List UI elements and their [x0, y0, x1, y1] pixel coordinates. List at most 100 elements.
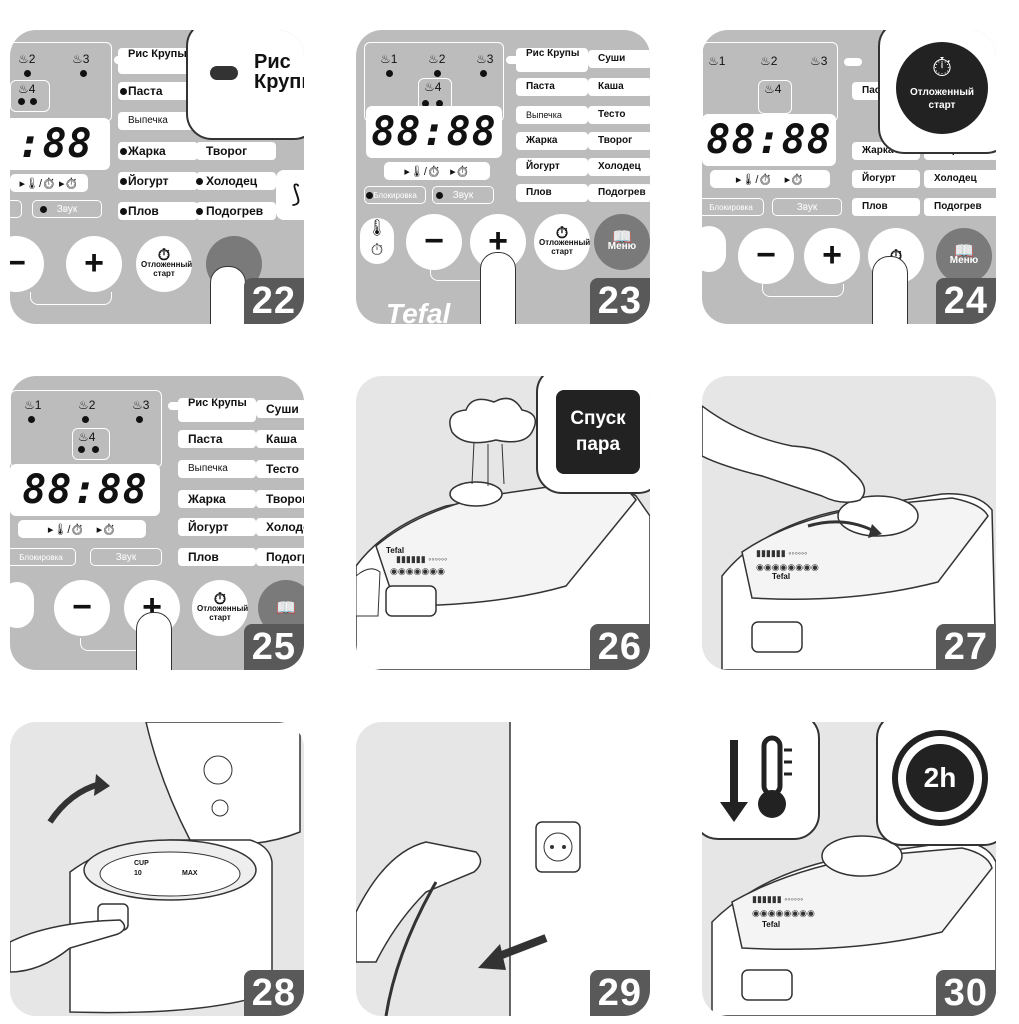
program-pilaf[interactable]: Плов	[516, 184, 588, 202]
step-27-panel: ▮▮▮▮▮▮ ◦◦◦◦◦◦ ◉◉◉◉◉◉◉◉ Tefal 27	[702, 376, 996, 670]
callout-two-hours: 2h	[876, 722, 996, 846]
program-podogrev[interactable]: Подогрев	[924, 198, 996, 216]
brand-logo: Tefal	[386, 298, 451, 324]
step-number: 22	[243, 278, 304, 324]
program-bakery[interactable]: Выпечка	[178, 460, 256, 478]
program-tvorog[interactable]: Творог	[588, 132, 650, 150]
zvuk-button[interactable]: Звук	[432, 186, 494, 204]
program-sushi[interactable]: Суши	[256, 400, 304, 418]
minus-button[interactable]: −	[54, 580, 110, 636]
program-fry[interactable]: Жарка	[118, 142, 198, 160]
program-kholodets[interactable]: Холодец	[196, 172, 276, 190]
callout-temperature	[702, 722, 820, 840]
program-tvorog[interactable]: Творог	[256, 490, 304, 508]
step-number: 26	[589, 624, 650, 670]
unplug-illustration	[356, 722, 650, 1016]
zvuk-button[interactable]: Звук	[772, 198, 842, 216]
program-pilaf[interactable]: Плов	[852, 198, 920, 216]
step-24-panel: ♨1 ♨2 ♨3 ♨4 88:88 ▸🌡/⏱ ▸⏱ Блокировка Зву…	[702, 30, 996, 324]
step-number: 23	[589, 278, 650, 324]
lcd-display: 88:88	[702, 114, 836, 166]
cup-icon: ♨3	[72, 52, 90, 66]
svg-text:▮▮▮▮▮▮ ◦◦◦◦◦◦: ▮▮▮▮▮▮ ◦◦◦◦◦◦	[396, 554, 447, 564]
temperature-down-icon	[720, 735, 792, 822]
callout-steam-release: Спуск пара	[536, 376, 650, 494]
blokirovka-button[interactable]: Блокировка	[702, 198, 764, 216]
program-sushi[interactable]: Суши	[588, 50, 650, 68]
cup-icon: ♨2	[18, 52, 36, 66]
cooldown-illustration: ▮▮▮▮▮▮ ◦◦◦◦◦◦ ◉◉◉◉◉◉◉◉	[711, 835, 996, 1016]
cooker-brand: Tefal	[772, 572, 791, 581]
lcd-display: :88	[10, 118, 110, 170]
step-number: 29	[589, 970, 650, 1016]
finger	[10, 919, 126, 973]
program-yogurt[interactable]: Йогурт	[516, 158, 588, 176]
program-kasha[interactable]: Каша	[588, 78, 650, 96]
pressing-finger	[136, 612, 172, 670]
delay-start-button[interactable]: ⏱Отложенный старт	[534, 214, 590, 270]
program-bakery[interactable]: Выпечка	[516, 106, 588, 124]
program-fry[interactable]: Жарка	[178, 490, 256, 508]
program-bakery[interactable]: Выпечка	[118, 112, 198, 130]
open-lid-illustration	[10, 722, 301, 1014]
program-kasha[interactable]: Каша	[256, 430, 304, 448]
plus-button[interactable]: +	[66, 236, 122, 292]
blokirovka-button[interactable]: Блокировка	[10, 548, 76, 566]
power-icon: ⟆	[276, 170, 304, 220]
program-rice[interactable]: Рис Крупы	[178, 398, 256, 422]
hand	[702, 405, 866, 503]
minus-button[interactable]: −	[406, 214, 462, 270]
program-podogrev[interactable]: Подогрев	[256, 548, 304, 566]
minus-button[interactable]: −	[738, 228, 794, 284]
program-kholodets[interactable]: Холодец	[256, 518, 304, 536]
blokirovka-button[interactable]: Блокировка	[364, 186, 426, 204]
program-kholodets[interactable]: Холодец	[588, 158, 650, 176]
step-29-panel: 29	[356, 722, 650, 1016]
program-rice[interactable]: Рис Крупы	[516, 48, 588, 72]
program-pasta[interactable]: Паста	[118, 82, 198, 100]
step-number: 30	[935, 970, 996, 1016]
program-podogrev[interactable]: Подогрев	[588, 184, 650, 202]
svg-text:◉◉◉◉◉◉◉: ◉◉◉◉◉◉◉	[390, 566, 445, 576]
plus-button[interactable]: +	[804, 228, 860, 284]
hand	[356, 841, 482, 963]
two-hours-label: 2h	[906, 744, 974, 812]
cooker-brand: Tefal	[762, 920, 781, 929]
program-yogurt[interactable]: Йогурт	[852, 170, 920, 188]
step-30-panel: ▮▮▮▮▮▮ ◦◦◦◦◦◦ ◉◉◉◉◉◉◉◉ Tefal 2h 30	[702, 722, 996, 1016]
blokirovka-button[interactable]	[10, 200, 22, 218]
program-rice[interactable]: Рис Крупы	[118, 48, 198, 74]
step-23-panel: ♨1 ♨2 ♨3 ♨4 88:88 ▸🌡/⏱ ▸⏱ Блокировка Зву…	[356, 30, 650, 324]
program-yogurt[interactable]: Йогурт	[118, 172, 198, 190]
program-kholodets[interactable]: Холодец	[924, 170, 996, 188]
cup-icon: ♨4	[18, 82, 36, 96]
pressure-release-illustration: ▮▮▮▮▮▮ ◦◦◦◦◦◦ ◉◉◉◉◉◉◉	[356, 397, 650, 670]
program-pasta[interactable]: Паста	[516, 78, 588, 96]
program-pilaf[interactable]: Плов	[178, 548, 256, 566]
minus-button[interactable]: −	[10, 236, 44, 292]
program-podogrev[interactable]: Подогрев	[196, 202, 276, 220]
menu-button[interactable]: 📖Меню	[936, 228, 992, 284]
zvuk-button[interactable]: Звук	[90, 548, 162, 566]
program-testo[interactable]: Тесто	[588, 106, 650, 124]
turn-valve-illustration: ▮▮▮▮▮▮ ◦◦◦◦◦◦ ◉◉◉◉◉◉◉◉	[702, 405, 996, 670]
program-fry[interactable]: Жарка	[516, 132, 588, 150]
step-25-panel: ♨1 ♨2 ♨3 ♨4 88:88 ▸🌡/⏱ ▸⏱ Блокировка Зву…	[10, 376, 304, 670]
callout-delay-start: ⏱ Отложенный старт	[878, 30, 996, 154]
zvuk-button[interactable]: Звук	[32, 200, 102, 218]
lcd-display: 88:88	[10, 464, 160, 516]
program-pasta[interactable]: Паста	[178, 430, 256, 448]
program-yogurt[interactable]: Йогурт	[178, 518, 256, 536]
program-tvorog[interactable]: Творог	[196, 142, 276, 160]
program-testo[interactable]: Тесто	[256, 460, 304, 478]
menu-button[interactable]: 📖Меню	[594, 214, 650, 270]
step-26-panel: ▮▮▮▮▮▮ ◦◦◦◦◦◦ ◉◉◉◉◉◉◉ Tefal Спуск пара 2…	[356, 376, 650, 670]
delay-start-button[interactable]: ⏱Отложенный старт	[192, 580, 248, 636]
pressing-finger	[210, 266, 246, 324]
temp-timer-icon: 🌡⏱	[360, 218, 394, 264]
delay-start-button[interactable]: ⏱Отложенный старт	[136, 236, 192, 292]
svg-text:▮▮▮▮▮▮ ◦◦◦◦◦◦: ▮▮▮▮▮▮ ◦◦◦◦◦◦	[756, 548, 807, 558]
svg-text:▮▮▮▮▮▮ ◦◦◦◦◦◦: ▮▮▮▮▮▮ ◦◦◦◦◦◦	[752, 894, 803, 904]
lcd-display: 88:88	[366, 106, 502, 158]
program-pilaf[interactable]: Плов	[118, 202, 198, 220]
